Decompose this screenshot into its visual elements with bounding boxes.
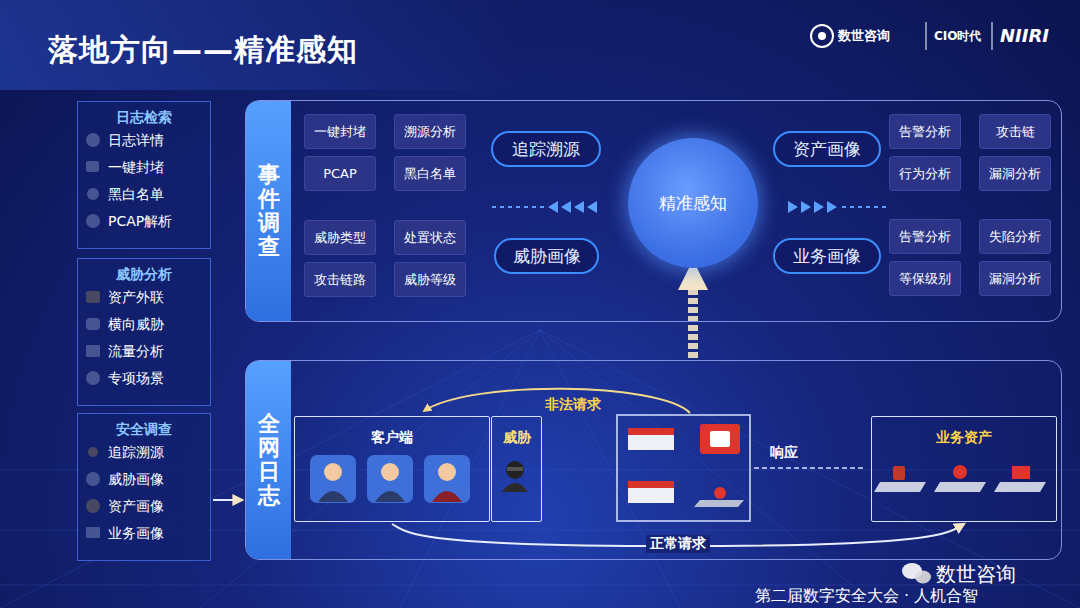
list-item: 日志详情 [108,132,164,150]
function-box: 漏洞分析 [979,156,1051,191]
capability-pill: 资产画像 [773,131,881,167]
footer-caption: 第二届数字安全大会 · 人机合智 [755,586,978,607]
box-label: 漏洞分析 [989,270,1041,288]
zone-box: 客户端 [294,416,490,522]
box-label: 威胁类型 [314,229,366,247]
box-label: 攻击链 [996,123,1035,141]
logo-text: NIIRI [1000,25,1049,46]
watermark: 数世咨询 [936,561,1016,588]
box-label: 告警分析 [899,228,951,246]
list-item: 威胁画像 [108,471,164,489]
capability-pill: 业务画像 [773,238,881,274]
box-label: 行为分析 [899,165,951,183]
flow-connector [213,499,242,501]
box-label: 告警分析 [899,123,951,141]
capability-pill: 威胁画像 [494,238,599,274]
function-box: PCAP [304,156,376,191]
box-label: 处置状态 [404,229,456,247]
function-box: 一键封堵 [304,114,376,149]
function-box: 行为分析 [889,156,961,191]
floor-grid [0,330,1080,608]
list-item: 资产画像 [108,498,164,516]
box-label: 威胁等级 [404,271,456,289]
box-label: 追踪溯源 [512,138,580,161]
list-item: 横向威胁 [108,316,164,334]
box-label: PCAP [323,166,357,181]
feature-list-box: 威胁分析资产外联横向威胁流量分析专项场景 [77,258,211,406]
function-box: 等保级别 [889,261,961,296]
request-arc [424,389,690,413]
user-icons [310,455,470,503]
function-box: 告警分析 [889,219,961,254]
section-label: 客户端 [295,429,489,447]
function-box: 处置状态 [394,220,466,255]
main-flow-arrow [688,272,698,358]
section-label: 业务资产 [872,429,1056,447]
function-box: 失陷分析 [979,219,1051,254]
section-panel: 全网日志客户端威胁 业务资产 [245,360,1062,560]
wechat-icon [902,563,931,584]
box-label: 一键封堵 [314,123,366,141]
list-item: 资产外联 [108,289,164,307]
list-item: 专项场景 [108,370,164,388]
box-label: 黑白名单 [404,165,456,183]
section-label: 全网日志 [258,412,280,509]
zone-box: 业务资产 [871,416,1057,522]
function-box: 攻击链 [979,114,1051,149]
box-label: 威胁画像 [513,245,581,268]
logo-marks [811,22,992,50]
box-label: 等保级别 [899,270,951,288]
flow-label: 响应 [770,444,798,462]
function-box: 攻击链路 [304,262,376,297]
connector-label: 正常请求 [646,535,710,553]
vertical-bar: 全网日志 [246,361,291,559]
function-box: 溯源分析 [394,114,466,149]
list-item: 追踪溯源 [108,444,164,462]
box-label: 精准感知 [659,192,727,215]
flow-label: 非法请求 [545,396,601,414]
list-item: 流量分析 [108,343,164,361]
feature-list-box: 日志检索日志详情一键封堵黑白名单 PCAP解析 [77,101,211,249]
zone-box: 威胁 [491,416,542,522]
list-item: 黑白名单 [108,186,164,204]
list-item: 一键封堵 [108,159,164,177]
function-box: 黑白名单 [394,156,466,191]
response-line [754,467,866,469]
section-label: 事件调查 [258,163,280,260]
box-label: 失陷分析 [989,228,1041,246]
asset-servers [874,465,1046,492]
box-label: 溯源分析 [404,123,456,141]
gateway-frame [617,415,750,521]
list-heading: 威胁分析 [78,266,210,284]
slide-title: 落地方向——精准感知 [48,30,358,71]
logo-text: CIO时代 [934,28,981,45]
box-label: 漏洞分析 [989,165,1041,183]
section-label: 威胁 [492,429,541,447]
section-panel: 事件调查一键封堵溯源分析PCAP黑白名单追踪溯源精准感知资产画像告警分析攻击链行… [245,100,1062,322]
title-sheen [0,0,520,90]
function-box: 威胁等级 [394,262,466,297]
feature-list-box: 安全调查追踪溯源威胁画像资产画像业务画像 [77,413,211,561]
box-label: 业务画像 [793,245,861,268]
list-item: PCAP解析 [108,213,172,231]
list-item: 业务画像 [108,525,164,543]
box-label: 资产画像 [793,138,861,161]
logo-text: 数世咨询 [838,27,890,45]
vertical-bar: 事件调查 [246,101,291,321]
function-box: 漏洞分析 [979,261,1051,296]
box-label: 攻击链路 [314,271,366,289]
flow-connector [392,524,964,546]
core-circle: 精准感知 [628,138,758,268]
list-heading: 安全调查 [78,421,210,439]
function-box: 告警分析 [889,114,961,149]
capability-pill: 追踪溯源 [491,131,601,167]
list-heading: 日志检索 [78,109,210,127]
function-box: 威胁类型 [304,220,376,255]
gateway-devices [628,424,744,507]
hacker-icon [502,461,528,492]
